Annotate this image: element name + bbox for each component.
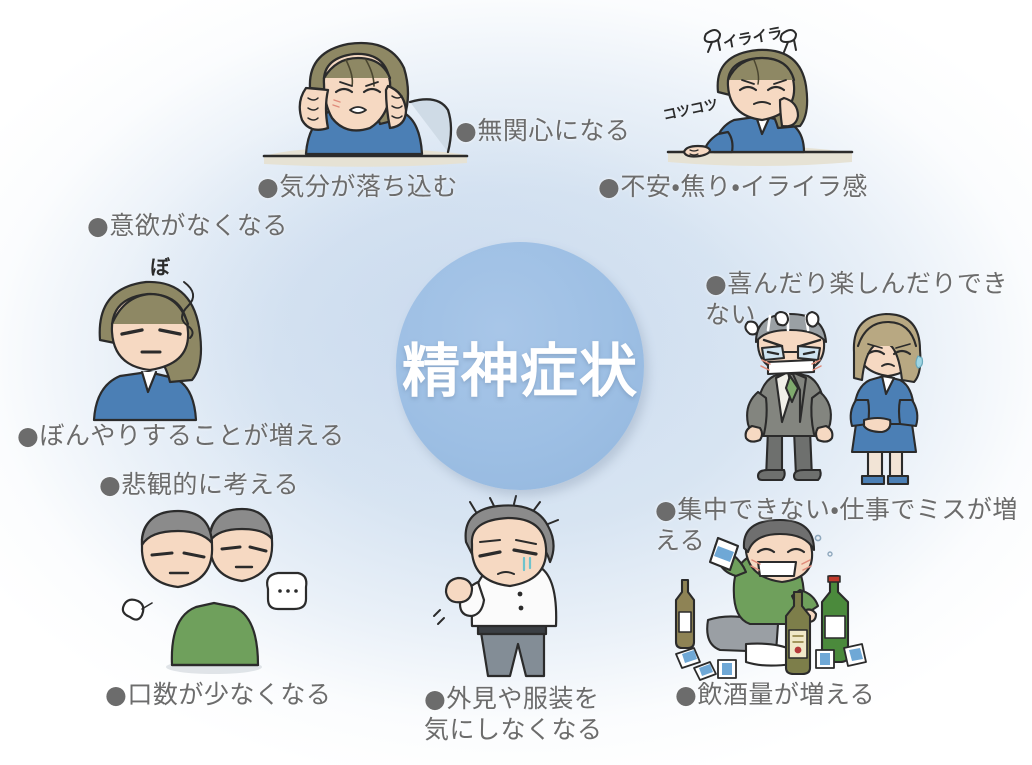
illustration-boss-scolding-employee <box>742 310 924 492</box>
illustration-woman-blank-stare: ぼ <box>76 252 236 422</box>
label-neglect-appearance: ●外見や服装を 気にしなくなる <box>424 684 603 744</box>
sfx-tapping: コツコツ <box>662 97 720 124</box>
label-spacing-out: ●ぼんやりすることが増える <box>17 421 345 450</box>
label-increased-drinking: ●飲酒量が増える <box>675 680 876 709</box>
illustration-woman-irritated-at-desk: イライラ コツコツ <box>662 20 857 175</box>
page-title: 精神症状 <box>401 337 638 405</box>
label-less-talkative: ●口数が少なくなる <box>105 680 332 709</box>
illustration-unkempt-man-in-shirt <box>432 495 602 680</box>
illustration-man-drinking-among-bottles <box>660 518 870 682</box>
illustration-woman-head-in-hands-at-desk <box>262 28 472 178</box>
label-loss-of-motivation: ●意欲がなくなる <box>87 211 288 240</box>
label-depressed-mood: ●気分が落ち込む <box>257 172 458 201</box>
label-anxiety-irritation: ●不安・焦り・イライラ感 <box>598 172 868 201</box>
label-cannot-enjoy: ●喜んだり楽しんだりできない <box>705 269 1008 329</box>
sfx-blank: ぼ <box>150 255 171 279</box>
label-cannot-concentrate: ●集中できない・仕事でミスが増える <box>655 495 1018 555</box>
label-apathy: ●無関心になる <box>455 116 631 145</box>
center-circle: 精神症状 <box>396 242 644 490</box>
illustration-man-sighing-two-heads <box>118 505 308 675</box>
sfx-irritated: イライラ <box>722 24 784 52</box>
label-pessimistic-thinking: ●悲観的に考える <box>99 470 300 499</box>
